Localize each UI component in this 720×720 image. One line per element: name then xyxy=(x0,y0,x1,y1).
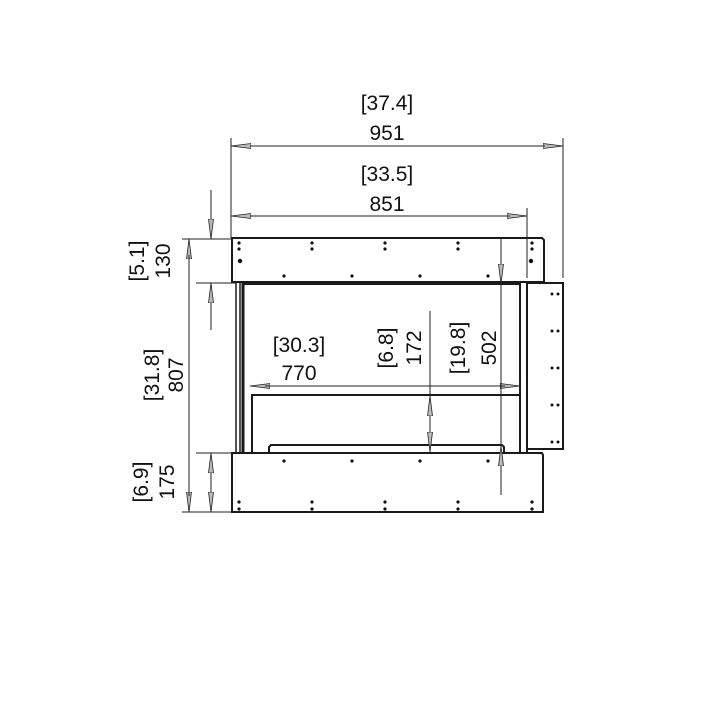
firebox xyxy=(251,394,521,453)
side-panel xyxy=(527,282,564,450)
dim-bottom-panel-height xyxy=(196,452,232,512)
label-top-panel-height-mm: 130 xyxy=(152,243,175,278)
label-overall-height-in: [31.8] xyxy=(141,349,164,402)
dim-frame-width xyxy=(231,208,528,278)
label-top-panel-height-in: [5.1] xyxy=(126,241,149,282)
mounting-holes xyxy=(237,241,560,511)
label-bottom-panel-height-in: [6.9] xyxy=(130,462,153,503)
label-frame-width-mm: 851 xyxy=(369,193,404,216)
label-opening-width-mm: 770 xyxy=(281,362,316,385)
dim-overall-height xyxy=(182,239,232,513)
label-overall-width-in: [37.4] xyxy=(361,92,414,115)
label-overall-width-mm: 951 xyxy=(369,122,404,145)
label-overall-height-mm: 807 xyxy=(165,357,188,392)
label-burner-height-mm: 172 xyxy=(403,330,426,365)
top-panel xyxy=(231,237,545,283)
label-burner-height-in: [6.8] xyxy=(375,328,398,369)
opening-frame xyxy=(235,282,528,453)
label-opening-height-in: [19.8] xyxy=(447,322,470,375)
label-opening-height-mm: 502 xyxy=(478,330,501,365)
label-bottom-panel-height-mm: 175 xyxy=(156,464,179,499)
dim-top-panel-height xyxy=(182,190,236,330)
label-opening-width-in: [30.3] xyxy=(273,334,326,357)
bottom-panel xyxy=(231,452,544,513)
dim-overall-width xyxy=(230,138,564,278)
dim-opening-width xyxy=(250,380,521,392)
label-frame-width-in: [33.5] xyxy=(361,163,414,186)
burner xyxy=(268,444,505,453)
